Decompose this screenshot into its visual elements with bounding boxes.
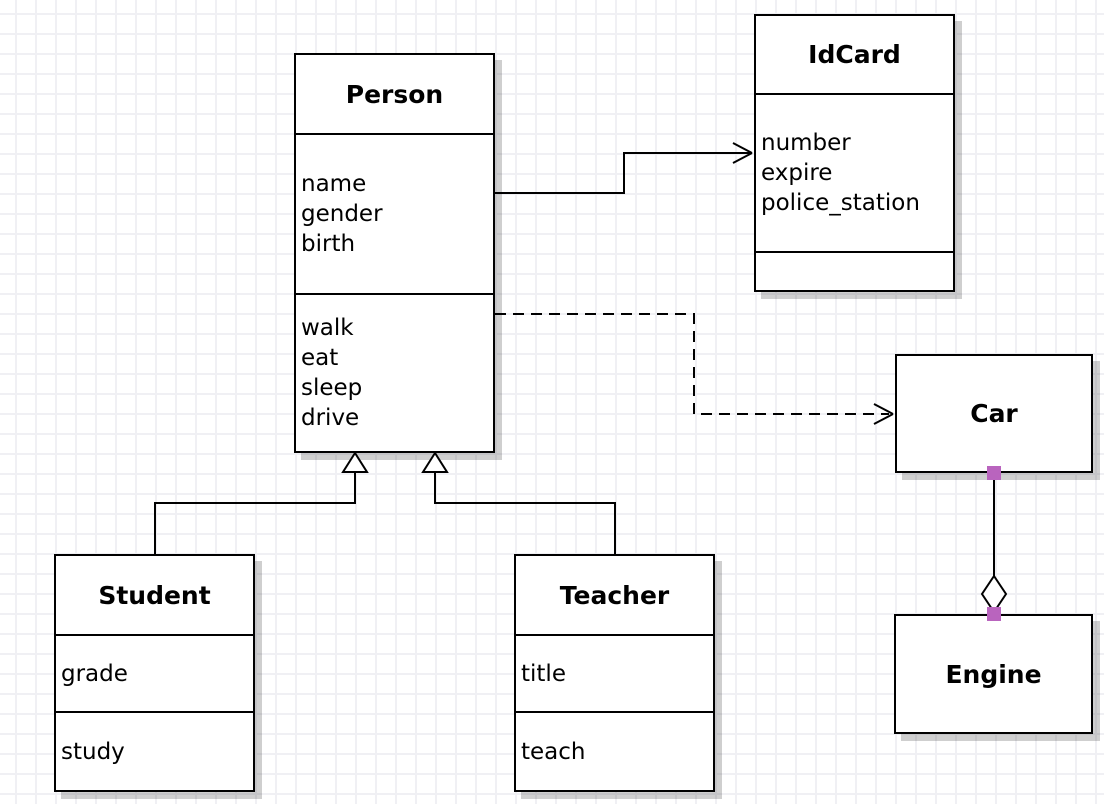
attribute: police_station	[761, 190, 920, 216]
attribute: title	[521, 660, 566, 687]
class-box-car[interactable]: Car	[895, 354, 1093, 473]
hollow-triangle-icon	[341, 451, 369, 473]
attribute: gender	[301, 201, 383, 227]
attributes-compartment: grade	[56, 636, 253, 713]
method: sleep	[301, 375, 363, 401]
attribute: name	[301, 171, 367, 197]
class-title: Car	[970, 399, 1018, 428]
edge-generalization-teacher-person[interactable]	[421, 451, 616, 554]
class-box-engine[interactable]: Engine	[894, 614, 1093, 734]
class-box-person[interactable]: Person name gender birth walk eat sleep …	[294, 53, 495, 453]
open-arrowhead-icon	[873, 403, 894, 425]
edge-association-person-idcard[interactable]	[495, 142, 753, 194]
attribute: expire	[761, 160, 833, 186]
attributes-compartment: title	[516, 636, 713, 713]
methods-compartment: walk eat sleep drive	[296, 295, 493, 451]
edge-dependency-person-car[interactable]	[495, 313, 894, 425]
method: study	[61, 738, 125, 765]
edge-aggregation-car-engine[interactable]	[980, 466, 1008, 621]
hollow-diamond-icon	[980, 574, 1008, 614]
methods-compartment-empty	[756, 253, 953, 290]
class-title: IdCard	[756, 16, 953, 95]
attributes-compartment: number expire police_station	[756, 95, 953, 253]
method: walk	[301, 315, 354, 341]
class-title: Student	[56, 556, 253, 636]
attribute: birth	[301, 231, 356, 257]
class-box-student[interactable]: Student grade study	[54, 554, 255, 792]
class-title: Teacher	[516, 556, 713, 636]
class-box-teacher[interactable]: Teacher title teach	[514, 554, 715, 792]
class-box-idcard[interactable]: IdCard number expire police_station	[754, 14, 955, 292]
attribute: grade	[61, 660, 128, 687]
attribute: number	[761, 130, 851, 156]
open-arrowhead-icon	[732, 142, 753, 164]
methods-compartment: study	[56, 713, 253, 790]
attributes-compartment: name gender birth	[296, 135, 493, 295]
methods-compartment: teach	[516, 713, 713, 790]
method: teach	[521, 738, 586, 765]
method: drive	[301, 405, 360, 431]
hollow-triangle-icon	[421, 451, 449, 473]
edge-generalization-student-person[interactable]	[154, 451, 369, 554]
class-title: Engine	[945, 659, 1042, 689]
method: eat	[301, 345, 339, 371]
class-title: Person	[296, 55, 493, 135]
